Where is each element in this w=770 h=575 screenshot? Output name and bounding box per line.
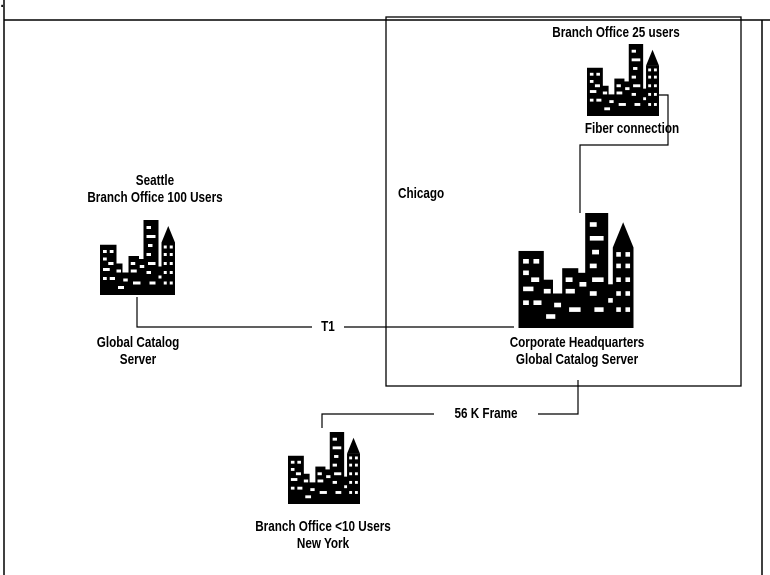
- fiber-link: [579, 94, 669, 213]
- branch25-building-icon: [587, 44, 659, 116]
- seattle-role-line2: Server: [119, 351, 157, 368]
- branch25-label: Branch Office 25 users: [552, 24, 680, 41]
- seattle-role-label: Global Catalog Server: [76, 334, 201, 368]
- hq-label: Corporate Headquarters Global Catalog Se…: [495, 334, 659, 368]
- hq-building-icon: [518, 213, 634, 328]
- header-fragment: ...: [0, 0, 4, 11]
- outer-frame: [3, 0, 770, 575]
- t1-link-left: [136, 297, 312, 328]
- seattle-role-line1: Global Catalog: [96, 334, 180, 351]
- chicago-label: Chicago: [398, 185, 445, 202]
- hq-role: Global Catalog Server: [515, 351, 639, 368]
- frame-link-left: [321, 413, 434, 428]
- newyork-branch: Branch Office <10 Users: [255, 518, 391, 535]
- newyork-label: Branch Office <10 Users New York: [241, 518, 405, 552]
- newyork-building-icon: [288, 432, 360, 504]
- seattle-name: Seattle: [135, 172, 175, 189]
- frame-link-right: [538, 380, 579, 415]
- seattle-branch: Branch Office 100 Users: [87, 189, 223, 206]
- t1-link-label: T1: [321, 318, 335, 335]
- seattle-label: Seattle Branch Office 100 Users: [77, 172, 233, 206]
- fiber-connection-label: Fiber connection: [584, 120, 680, 137]
- hq-name: Corporate Headquarters: [495, 334, 659, 351]
- newyork-name: New York: [296, 535, 350, 552]
- chicago-site-box: [385, 16, 742, 387]
- frame-link-label: 56 K Frame: [454, 405, 518, 422]
- seattle-building-icon: [100, 220, 175, 295]
